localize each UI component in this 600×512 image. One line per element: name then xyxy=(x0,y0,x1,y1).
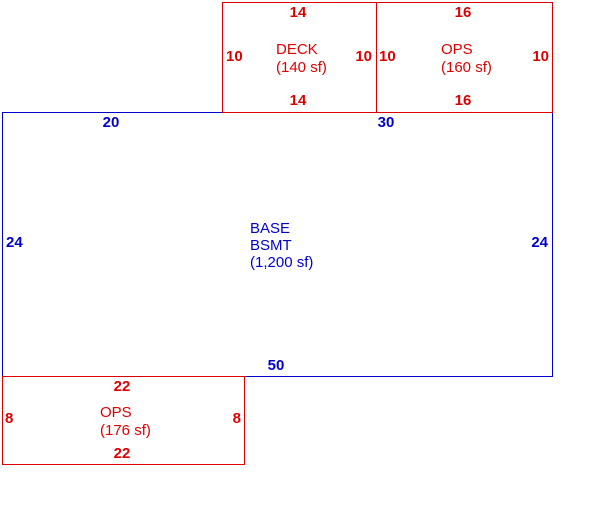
ops-top-area: OPS (160 sf) 16 16 10 10 xyxy=(376,2,553,113)
ops-top-label-name: OPS xyxy=(441,41,473,58)
base-dim-bottom: 50 xyxy=(268,357,285,374)
ops-top-dim-left: 10 xyxy=(379,48,396,65)
ops-bottom-outline xyxy=(2,376,245,465)
ops-top-dim-bottom: 16 xyxy=(455,92,472,109)
deck-dim-left: 10 xyxy=(226,48,243,65)
base-basement-area: BASE BSMT (1,200 sf) 20 30 24 24 50 xyxy=(2,112,553,377)
deck-dim-top: 14 xyxy=(290,4,307,21)
ops-bottom-label-name: OPS xyxy=(100,404,132,421)
ops-bottom-label-area: (176 sf) xyxy=(100,422,151,439)
base-dim-top-left: 20 xyxy=(103,114,120,131)
ops-bottom-dim-top: 22 xyxy=(114,378,131,395)
deck-area: DECK (140 sf) 14 14 10 10 xyxy=(222,2,377,113)
base-label-line1: BASE xyxy=(250,220,290,237)
deck-label-area: (140 sf) xyxy=(276,59,327,76)
base-dim-left: 24 xyxy=(6,234,23,251)
ops-bottom-dim-left: 8 xyxy=(5,410,13,427)
base-dim-right: 24 xyxy=(531,234,548,251)
ops-top-outline xyxy=(376,2,553,113)
deck-dim-bottom: 14 xyxy=(290,92,307,109)
ops-top-label-area: (160 sf) xyxy=(441,59,492,76)
ops-bottom-dim-right: 8 xyxy=(233,410,241,427)
base-dim-top-right: 30 xyxy=(378,114,395,131)
deck-dim-right: 10 xyxy=(355,48,372,65)
ops-top-dim-right: 10 xyxy=(532,48,549,65)
base-label-area: (1,200 sf) xyxy=(250,254,313,271)
ops-bottom-area: OPS (176 sf) 22 22 8 8 xyxy=(2,376,245,465)
ops-top-dim-top: 16 xyxy=(455,4,472,21)
ops-bottom-dim-bottom: 22 xyxy=(114,445,131,462)
deck-label-name: DECK xyxy=(276,41,318,58)
base-label-line2: BSMT xyxy=(250,237,292,254)
